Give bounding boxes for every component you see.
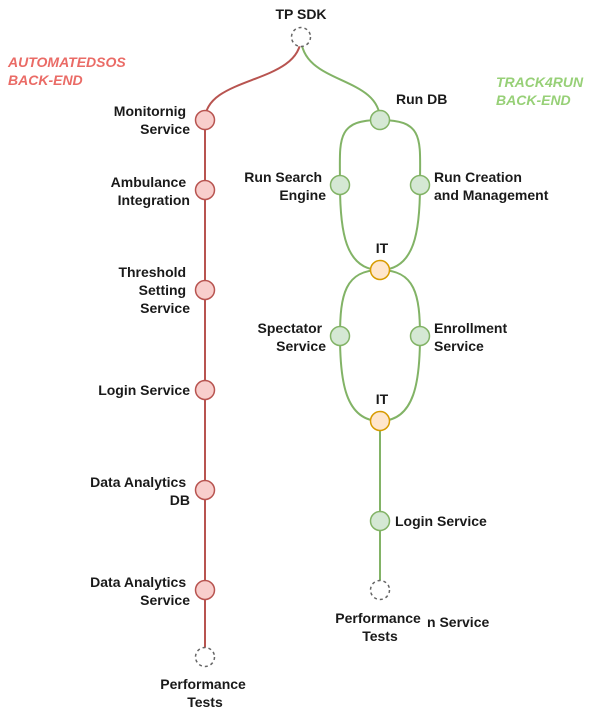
it-node-1[interactable]: [369, 259, 391, 281]
tp-sdk-node[interactable]: [290, 26, 312, 48]
run-search-engine-node[interactable]: [329, 174, 351, 196]
edge-rundb-runsearch-it1: [338, 119, 381, 271]
tp-sdk-label: TP SDK: [275, 6, 326, 22]
data-analytics-db-node[interactable]: [194, 479, 216, 501]
threshold-setting-service-node[interactable]: [194, 279, 216, 301]
run-db-label: Run DB: [396, 91, 447, 107]
spectator-service-node[interactable]: [329, 325, 351, 347]
it-node-2[interactable]: [369, 410, 391, 432]
ambulance-integration-node[interactable]: [194, 179, 216, 201]
stray-service-label: n Service: [427, 614, 489, 630]
edge-it1-spectator-it2: [338, 269, 381, 422]
performance-tests-left-label: Performance Tests: [160, 676, 249, 710]
spectator-service-label: Spectator Service: [258, 320, 327, 354]
data-analytics-db-label: Data Analytics DB: [90, 474, 190, 508]
edge-sdk-monitoring: [204, 36, 302, 121]
ambulance-integration-label: Ambulance Integration: [111, 174, 190, 208]
automatedsos-title: AUTOMATEDSOS BACK-END: [7, 54, 130, 88]
data-analytics-service-node[interactable]: [194, 579, 216, 601]
performance-tests-right-node[interactable]: [369, 579, 391, 601]
performance-tests-left-node[interactable]: [194, 646, 216, 668]
run-creation-label: Run Creation and Management: [434, 169, 549, 203]
threshold-setting-service-label: Threshold Setting Service: [118, 264, 190, 316]
login-service-left-node[interactable]: [194, 379, 216, 401]
edge-sdk-rundb: [300, 36, 381, 121]
performance-tests-right-label: Performance Tests: [335, 610, 424, 644]
it-label-1: IT: [376, 240, 389, 256]
it-label-2: IT: [376, 391, 389, 407]
run-search-engine-label: Run Search Engine: [244, 169, 326, 203]
run-creation-node[interactable]: [409, 174, 431, 196]
login-service-left-label: Login Service: [98, 382, 190, 398]
monitoring-service-label: Monitornig Service: [114, 103, 190, 137]
monitoring-service-node[interactable]: [194, 109, 216, 131]
data-analytics-service-label: Data Analytics Service: [90, 574, 190, 608]
track4run-title: TRACK4RUN BACK-END: [496, 74, 587, 108]
enrollment-service-node[interactable]: [409, 325, 431, 347]
login-service-right-label: Login Service: [395, 513, 487, 529]
login-service-right-node[interactable]: [369, 510, 391, 532]
run-db-node[interactable]: [369, 109, 391, 131]
enrollment-service-label: Enrollment Service: [434, 320, 511, 354]
